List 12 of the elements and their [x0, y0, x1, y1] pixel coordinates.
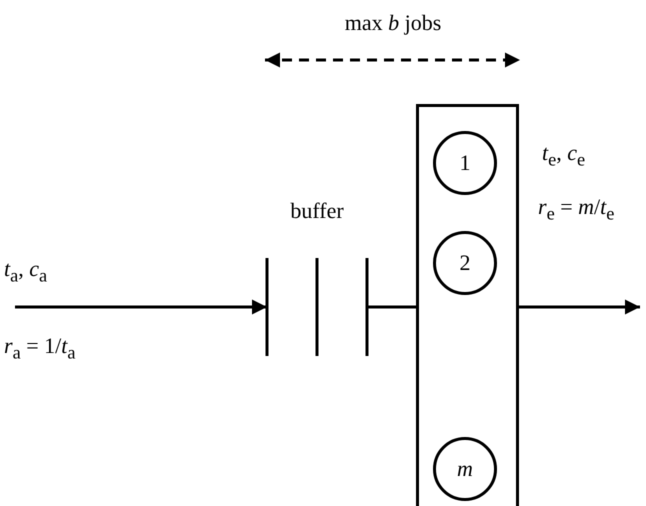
buffer-label: buffer — [289, 198, 345, 224]
math-label: t$_{e}$, c$_{e}$ — [542, 140, 586, 170]
server-circle: 1 — [433, 131, 497, 195]
arrow — [15, 300, 267, 314]
math-label: r$_{a}$ = 1/t$_{a}$ — [4, 333, 76, 364]
arrow — [519, 300, 640, 314]
station-box — [416, 104, 519, 506]
math-label: t$_{a}$, c$_{a}$ — [4, 256, 48, 286]
math-label: max b jobs — [344, 10, 442, 36]
server-circle: 2 — [433, 231, 497, 295]
server-circle: m — [433, 437, 497, 501]
math-label: r$_{e}$ = m/t$_{e}$ — [538, 194, 614, 224]
